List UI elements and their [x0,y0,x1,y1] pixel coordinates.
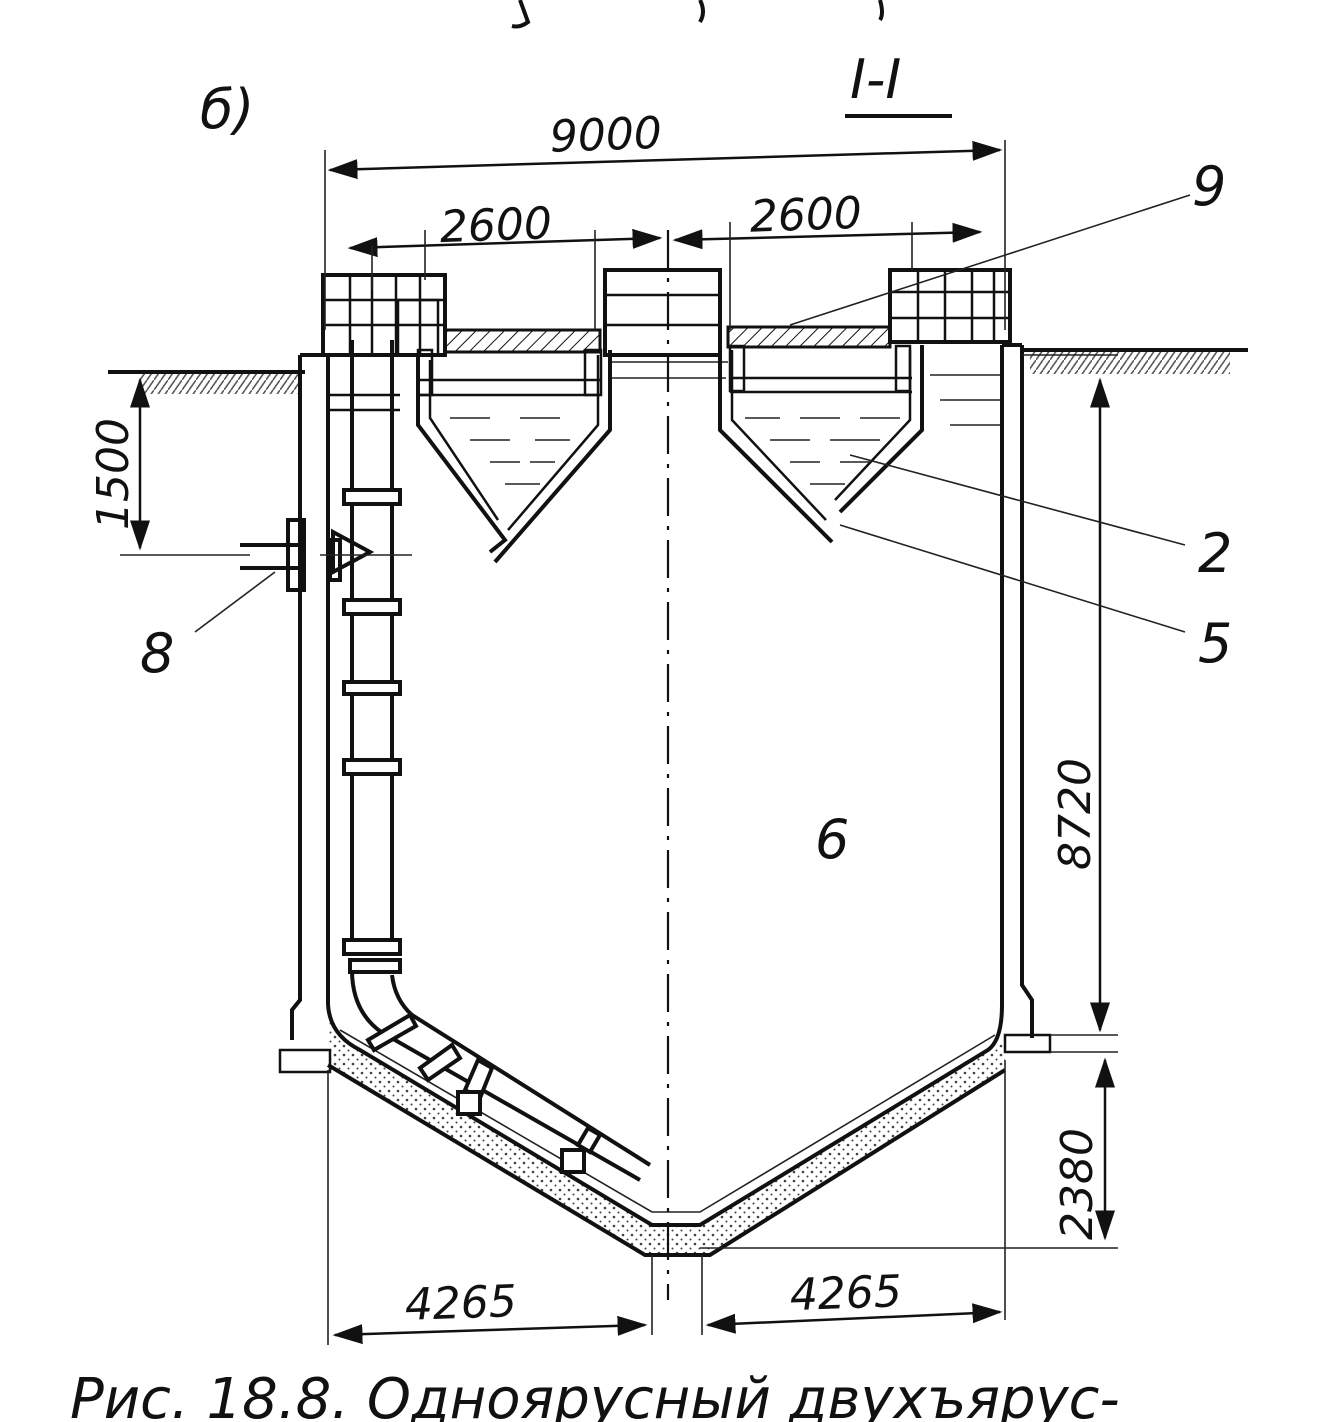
variant-label: б) [200,78,254,141]
section-label: I-I [850,48,901,111]
right-chute [718,344,1000,544]
dim-bottom: 4265 4265 [327,1060,1006,1345]
dim-cone-height: 2380 [700,1057,1118,1249]
dim-bottom-right: 4265 [789,1266,903,1321]
dim-overall-width: 9000 [549,108,663,163]
dim-depth-value: 1500 [88,418,139,530]
callout-5-label: 5 [1198,612,1232,675]
left-chute [416,348,612,564]
left-brick-block [321,273,447,357]
callout-8: 8 [140,571,276,685]
callout-2-label: 2 [1198,522,1232,585]
section-title: I-I [845,48,952,118]
figure-caption: Рис. 18.8. Одноярусный двухъярус- [70,1367,1120,1422]
callout-9: 9 [789,155,1226,326]
callout-2: 2 [849,454,1232,585]
center-brick-block [603,268,722,357]
dim-overall: 9000 [324,108,1006,330]
dim-cylinder-height: 8720 [1022,354,1118,1033]
dim-right-chute-width: 2600 [749,188,863,243]
callout-6-label: 6 [815,808,849,871]
cover-slabs [443,325,892,354]
dim-right-chute: 2600 [672,188,983,330]
cropped-top-text [511,0,884,29]
dim-left-chute: 2600 [347,198,663,330]
dim-cone-value: 2380 [1052,1128,1103,1240]
dim-bottom-left: 4265 [404,1276,518,1331]
callout-5: 5 [839,524,1232,675]
ground-surface [108,348,1248,394]
right-brick-block [888,268,1012,344]
callout-9-label: 9 [1192,155,1226,218]
callout-8-label: 8 [140,622,174,685]
sludge-pipe [240,340,652,1182]
tank-body [278,343,1118,1257]
dim-depth-to-pipe: 1500 [88,377,250,556]
dim-left-chute-width: 2600 [439,198,553,253]
dim-cylinder-value: 8720 [1050,758,1101,870]
